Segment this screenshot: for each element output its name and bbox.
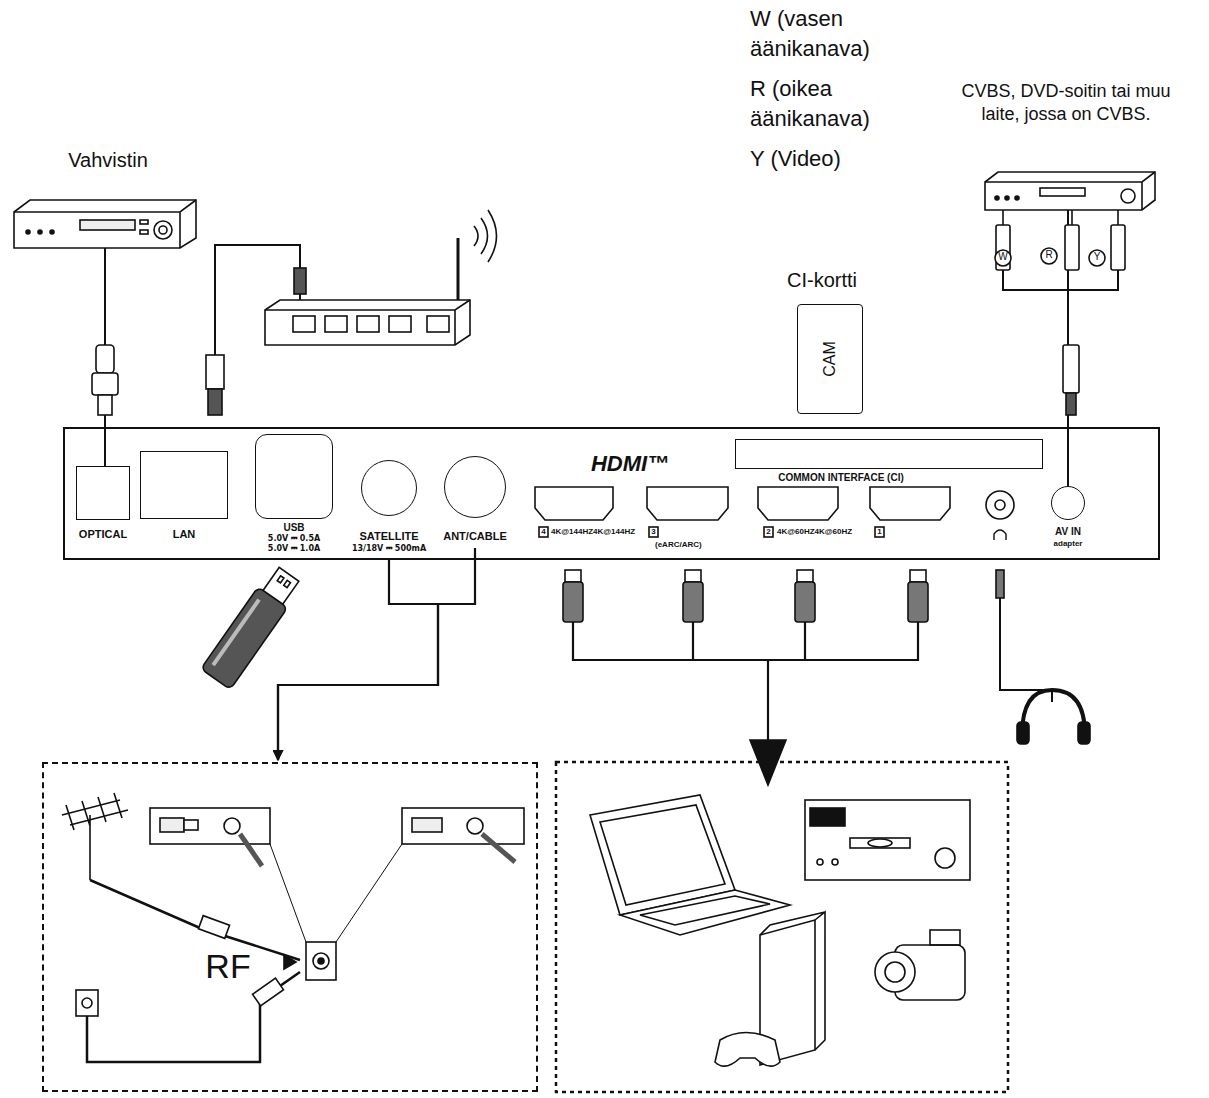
rf-frame: RF <box>42 762 538 1092</box>
usb-stick <box>201 564 304 690</box>
optical-plug <box>92 345 118 415</box>
dvd-player-device <box>985 172 1155 415</box>
node-label: USB <box>283 522 304 534</box>
satellite-port: SATELLITE13/18V ⎓ 500mA <box>348 458 430 556</box>
node-label: CAM <box>820 341 839 377</box>
hdmi-cables <box>563 570 928 785</box>
amplifier-device <box>14 200 196 248</box>
amplifier: Vahvistin <box>10 146 202 246</box>
camcorder <box>875 930 965 1000</box>
port-spec: (eARC/ARC) <box>655 540 702 551</box>
dvd-player <box>805 800 970 880</box>
plug-letter: W <box>998 251 1007 263</box>
node-label: CI-kortti <box>787 268 857 292</box>
port-outline <box>255 434 333 519</box>
plug-letter: Y <box>1094 251 1101 263</box>
node-label: 13/18V ⎓ 500mA <box>352 544 426 554</box>
headphone-jack <box>986 491 1014 540</box>
node-label: RF <box>205 946 250 987</box>
back-panel: HDMI™ OPTICAL LAN USB5.0V ⎓ 0.5A5.0V ⎓ 1.0A… <box>63 427 1160 560</box>
signal-name: R (oikea äänikanava) <box>750 74 900 133</box>
port-outline <box>140 451 228 519</box>
port-spec: 2 <box>766 527 770 537</box>
plug-letter: R <box>1045 249 1052 261</box>
node-label: adapter <box>1054 539 1083 549</box>
port-spec: 3 <box>651 527 655 537</box>
av-in-port: AV INadapter <box>1042 486 1094 556</box>
node-label: 5.0V ⎓ 0.5A <box>268 534 320 544</box>
node-label: ANT/CABLE <box>443 530 507 543</box>
hdmi-ports <box>535 487 950 537</box>
router-device <box>206 210 497 415</box>
connector-line <box>278 558 438 760</box>
usb-port: USB5.0V ⎓ 0.5A5.0V ⎓ 1.0A <box>250 434 338 556</box>
optical-port: OPTICAL <box>70 466 136 546</box>
node-label: SATELLITE <box>359 530 418 543</box>
ci-card: CI-korttiCAM <box>775 268 870 416</box>
antenna-illustration <box>62 793 524 1062</box>
node-label: AV IN <box>1055 526 1081 538</box>
node-label: LAN <box>173 528 196 541</box>
node-label: OPTICAL <box>79 528 127 541</box>
cvbs-player: CVBS, DVD-soitin tai muu laite, jossa on… <box>925 80 1207 210</box>
devices-frame <box>556 762 1008 1092</box>
node-label: COMMON INTERFACE (CI) <box>778 472 904 484</box>
headphones <box>996 570 1090 744</box>
ci-slot: COMMON INTERFACE (CI) <box>733 439 1045 487</box>
port-outline <box>735 439 1043 469</box>
laptop <box>590 795 790 935</box>
port-spec: 1 <box>877 527 881 537</box>
port-outline <box>361 460 417 516</box>
port-outline <box>76 466 130 520</box>
node-label: HDMI™ <box>591 451 669 477</box>
signal-name: Y (Video) <box>750 144 841 174</box>
signal-name: W (vasen äänikanava) <box>750 4 900 63</box>
game-console <box>715 912 825 1066</box>
port-outline <box>1051 486 1085 520</box>
port-spec: 4K@144HZ4K@144HZ <box>551 527 635 538</box>
node-label: Vahvistin <box>68 148 148 172</box>
port-outline <box>444 456 506 518</box>
antenna-port: ANT/CABLE <box>435 456 515 546</box>
port-spec: 4 <box>541 527 545 537</box>
lan-port: LAN <box>138 451 230 546</box>
port-spec: 4K@60HZ4K@60HZ <box>777 527 852 538</box>
node-label: 5.0V ⎓ 1.0A <box>268 544 320 554</box>
node-label: CVBS, DVD-soitin tai muu laite, jossa on… <box>948 80 1184 127</box>
connector-line <box>278 548 475 760</box>
